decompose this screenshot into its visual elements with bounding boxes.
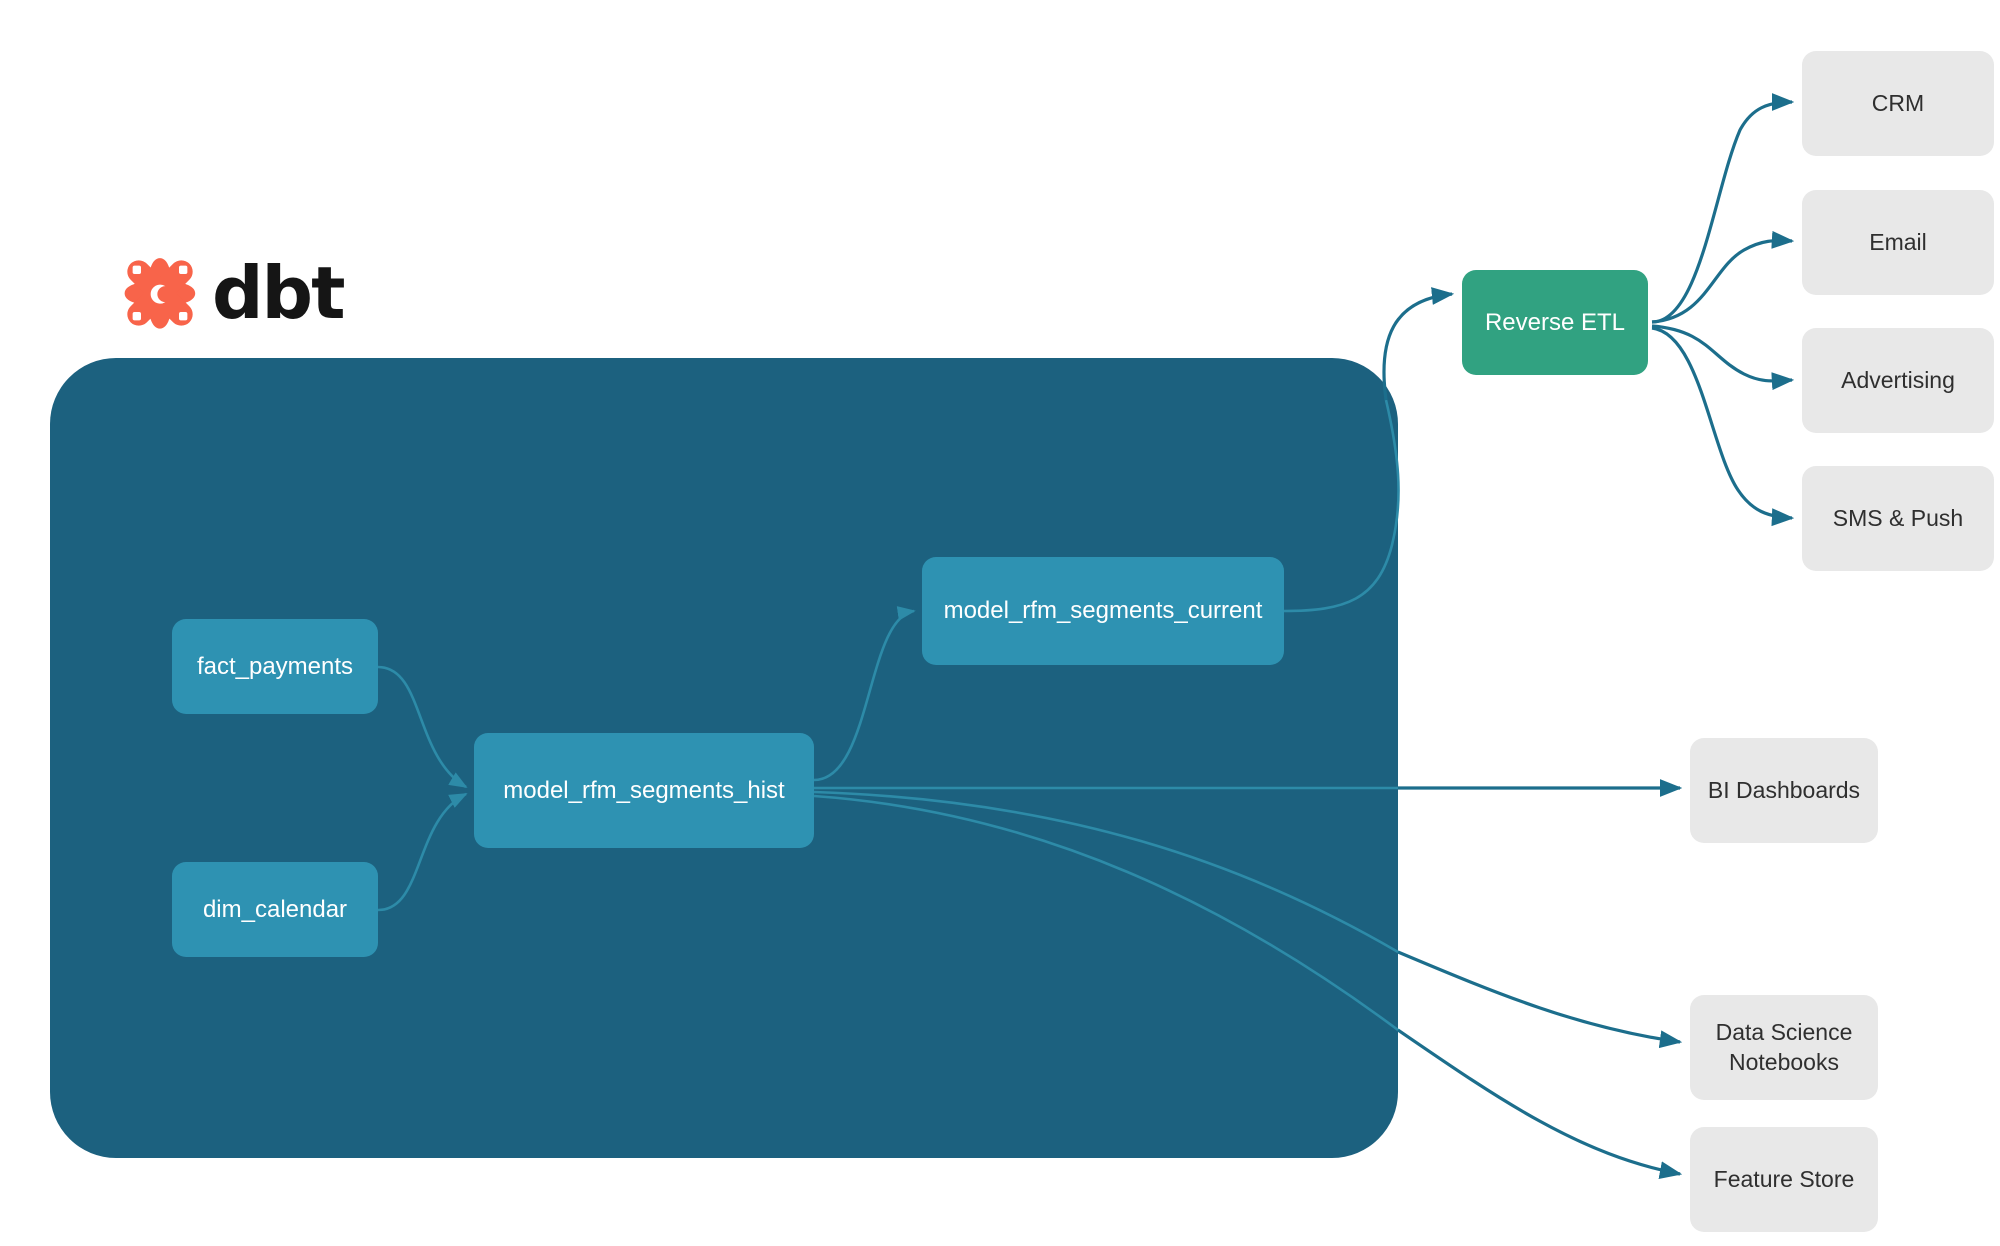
node-fact-payments[interactable]: fact_payments [172,619,378,714]
node-dim-calendar[interactable]: dim_calendar [172,862,378,957]
node-reverse-etl[interactable]: Reverse ETL [1462,270,1648,375]
dbt-logo: dbt [122,251,345,335]
node-model-rfm-segments-hist[interactable]: model_rfm_segments_hist [474,733,814,848]
node-bi-dashboards[interactable]: BI Dashboards [1690,738,1878,843]
node-crm[interactable]: CRM [1802,51,1994,156]
node-email[interactable]: Email [1802,190,1994,295]
dbt-logo-icon [124,258,196,329]
edge-current-to-reverse-etl [1382,287,1455,401]
node-model-rfm-segments-current[interactable]: model_rfm_segments_current [922,557,1284,665]
edge-hist-to-feature-store [1397,1028,1683,1180]
edge-reverse-etl-to-advertising [1651,324,1795,391]
node-sms-push[interactable]: SMS & Push [1802,466,1994,571]
edge-reverse-etl-to-sms-push [1651,326,1795,527]
dbt-wordmark: dbt [212,251,345,335]
node-feature-store[interactable]: Feature Store [1690,1127,1878,1232]
edge-reverse-etl-to-email [1651,230,1795,324]
node-advertising[interactable]: Advertising [1802,328,1994,433]
edge-hist-to-ds-notebooks [1397,950,1683,1049]
edge-reverse-etl-to-crm [1651,93,1795,324]
